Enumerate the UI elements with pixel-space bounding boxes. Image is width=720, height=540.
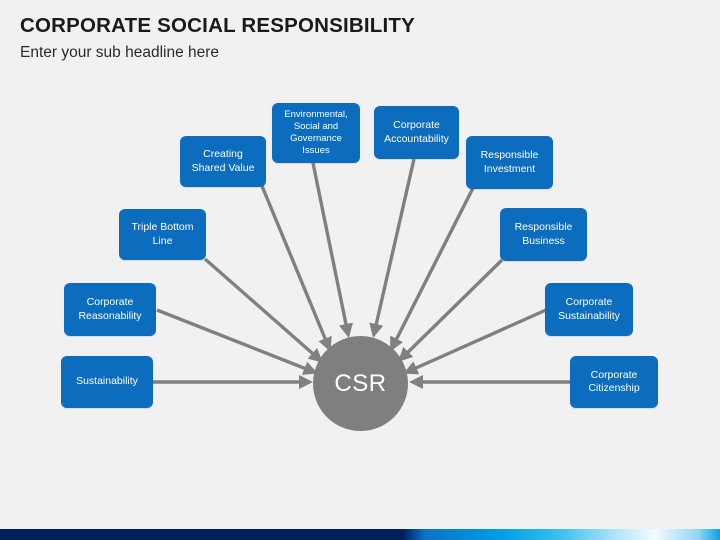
- center-hub-csr[interactable]: CSR: [313, 336, 408, 431]
- connector-corporate-sustainability: [403, 308, 547, 375]
- node-label: Corporate Reasonability: [78, 296, 142, 322]
- connector-triple-bottom-line: [203, 257, 324, 363]
- node-environmental-social-governance-issues[interactable]: Environmental, Social and Governance Iss…: [272, 103, 360, 163]
- node-responsible-business[interactable]: Responsible Business: [500, 208, 587, 261]
- node-label: Triple Bottom Line: [131, 221, 194, 247]
- node-label: Responsible Investment: [480, 149, 539, 175]
- connector-responsible-business: [398, 258, 504, 362]
- node-label: Corporate Accountability: [384, 119, 449, 145]
- slide-header: CORPORATE SOCIAL RESPONSIBILITY Enter yo…: [20, 14, 680, 61]
- node-label: Sustainability: [76, 375, 138, 388]
- page-subtitle: Enter your sub headline here: [20, 43, 220, 61]
- connector-responsible-investment: [390, 187, 475, 352]
- node-label: Environmental, Social and Governance Iss…: [284, 108, 348, 157]
- node-corporate-reasonability[interactable]: Corporate Reasonability: [64, 283, 156, 336]
- node-responsible-investment[interactable]: Responsible Investment: [466, 136, 553, 189]
- node-corporate-accountability[interactable]: Corporate Accountability: [374, 106, 459, 159]
- node-label: Responsible Business: [514, 221, 573, 247]
- connector-corporate-reasonability: [156, 308, 318, 375]
- center-hub-label: CSR: [334, 369, 387, 397]
- node-creating-shared-value[interactable]: Creating Shared Value: [180, 136, 266, 187]
- node-label: Creating Shared Value: [191, 148, 255, 174]
- page-title: CORPORATE SOCIAL RESPONSIBILITY: [20, 14, 415, 37]
- bottom-accent-bar: [0, 529, 720, 540]
- node-corporate-sustainability[interactable]: Corporate Sustainability: [545, 283, 633, 336]
- node-label: Corporate Citizenship: [588, 368, 640, 394]
- connector-environmental-social-governance-issues: [311, 162, 353, 338]
- connector-creating-shared-value: [260, 185, 332, 352]
- connector-corporate-accountability: [369, 158, 416, 338]
- node-corporate-citizenship[interactable]: Corporate Citizenship: [570, 356, 658, 408]
- node-sustainability[interactable]: Sustainability: [61, 356, 153, 408]
- node-triple-bottom-line[interactable]: Triple Bottom Line: [119, 209, 206, 260]
- node-label: Corporate Sustainability: [558, 296, 620, 322]
